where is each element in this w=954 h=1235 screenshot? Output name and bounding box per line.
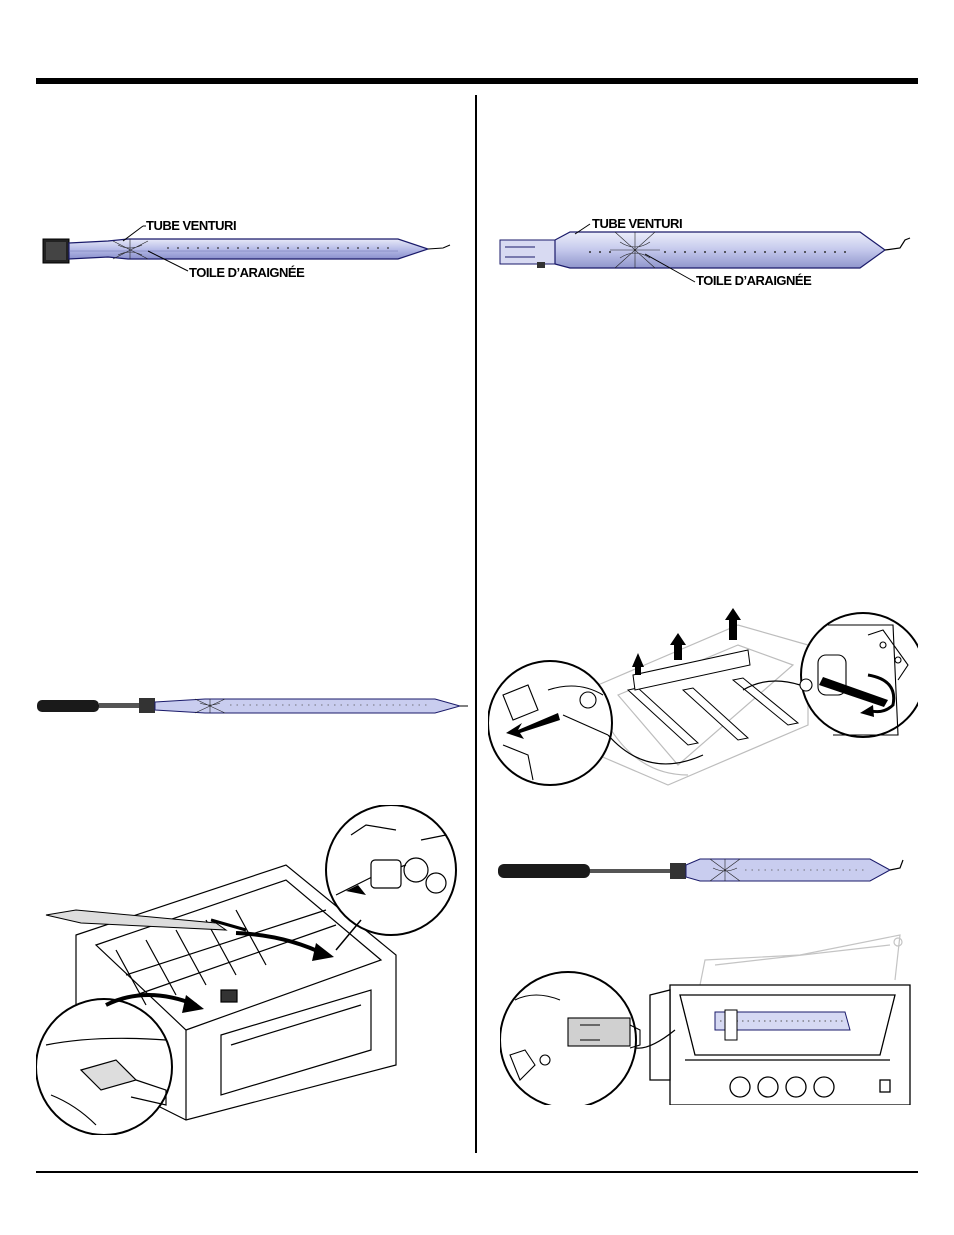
right-burner-removal-illustration (488, 605, 918, 790)
left-venturi-label: TUBE VENTURI (146, 218, 237, 233)
left-burner-cleaning-figure (35, 688, 470, 723)
right-burner-cleaning-figure (495, 850, 915, 890)
top-rule (36, 78, 918, 84)
left-spiderweb-label: TOILE D’ARAIGNÉE (189, 265, 305, 280)
right-spiderweb-label: TOILE D’ARAIGNÉE (696, 273, 812, 288)
left-grill-illustration (36, 805, 466, 1135)
right-burner-figure: TUBE VENTURI TOILE D’ARAIGNÉE (495, 212, 920, 292)
left-burner-figure: TUBE VENTURI TOILE D’ARAIGNÉE (38, 215, 468, 290)
right-grill-front-illustration (500, 930, 920, 1105)
bottom-rule (36, 1171, 918, 1173)
column-divider (475, 95, 477, 1153)
right-venturi-label: TUBE VENTURI (592, 216, 683, 231)
